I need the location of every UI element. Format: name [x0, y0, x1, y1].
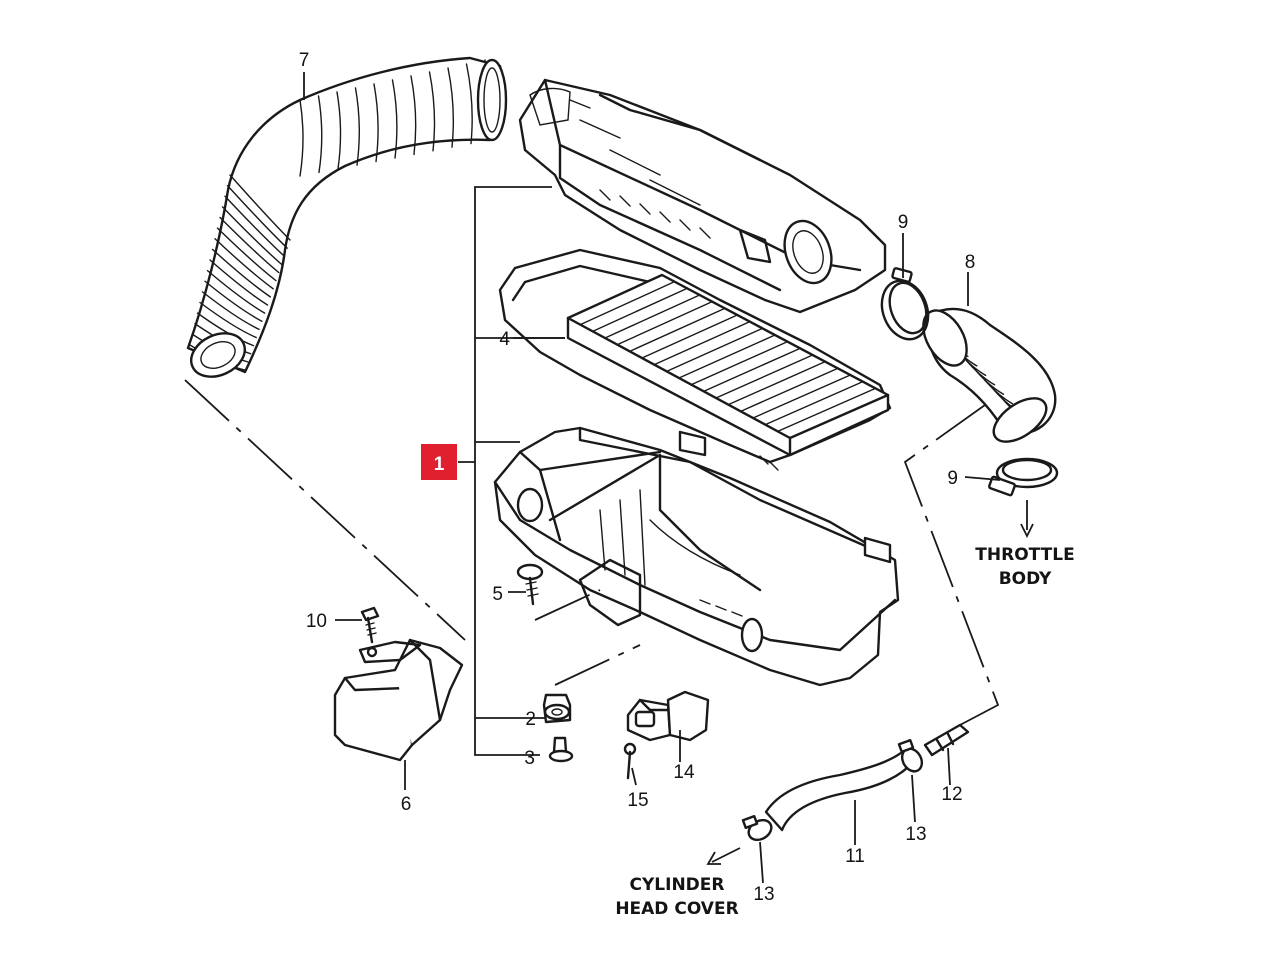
callout-3-label: 3 [524, 748, 535, 769]
hose-clamp-part-9-upper [880, 267, 930, 341]
arrow-to-cylinder-head-cover [706, 847, 741, 865]
screw-part-15 [623, 742, 637, 780]
callout-1-highlight[interactable]: 1 [421, 444, 457, 480]
breather-hose-part-11 [764, 748, 917, 832]
callout-9-upper-label: 9 [898, 212, 909, 233]
lower-air-cleaner-case [493, 426, 900, 687]
throttle-body-line-2: BODY [999, 569, 1052, 589]
throttle-body-note: THROTTLE BODY [975, 545, 1074, 589]
pcv-pipe-part-12 [923, 723, 970, 757]
callout-12-label: 12 [941, 784, 962, 805]
leader-lines [303, 72, 1001, 884]
throttle-body-line-1: THROTTLE [975, 545, 1074, 565]
callout-10-label: 10 [306, 611, 327, 632]
callout-6-label: 6 [401, 794, 412, 815]
routing-lines [184, 379, 1000, 726]
callout-14-label: 14 [673, 762, 695, 783]
cylinder-head-cover-line-1: CYLINDER [630, 875, 725, 895]
air-filter-element-part-4 [498, 248, 892, 471]
callout-1-box [421, 444, 457, 480]
sensor-part-14 [626, 690, 710, 742]
callout-7-label: 7 [299, 50, 310, 71]
bolt-part-10 [360, 606, 380, 644]
cylinder-head-cover-line-2: HEAD COVER [615, 899, 738, 919]
screw-part-5 [516, 563, 544, 606]
callout-2-label: 2 [525, 709, 536, 730]
callout-13-lower-label: 13 [753, 884, 774, 905]
callout-11-label: 11 [845, 846, 865, 867]
bolt-part-3 [548, 736, 574, 763]
callout-5-label: 5 [492, 584, 503, 605]
callout-13-upper-label: 13 [905, 824, 926, 845]
callout-15-label: 15 [627, 790, 648, 811]
grommet-part-2 [542, 693, 572, 724]
cylinder-head-cover-note: CYLINDER HEAD COVER [615, 875, 738, 919]
intake-resonator-part-6 [333, 638, 464, 762]
outlet-hose-part-8 [922, 307, 1057, 443]
hose-clamp-part-13-lower [741, 814, 773, 842]
callout-9-lower-label: 9 [947, 468, 958, 489]
intake-hose-part-7 [186, 56, 508, 378]
callout-1-label: 1 [434, 454, 445, 475]
callout-4-label: 4 [499, 329, 510, 350]
hose-clamp-part-13-upper [897, 738, 924, 773]
upper-air-cleaner-case [518, 78, 887, 314]
hose-clamp-part-9-lower [988, 457, 1059, 497]
callout-8-label: 8 [965, 252, 976, 273]
assembly-bracket [458, 186, 565, 756]
arrow-to-throttle-body [1020, 500, 1034, 539]
